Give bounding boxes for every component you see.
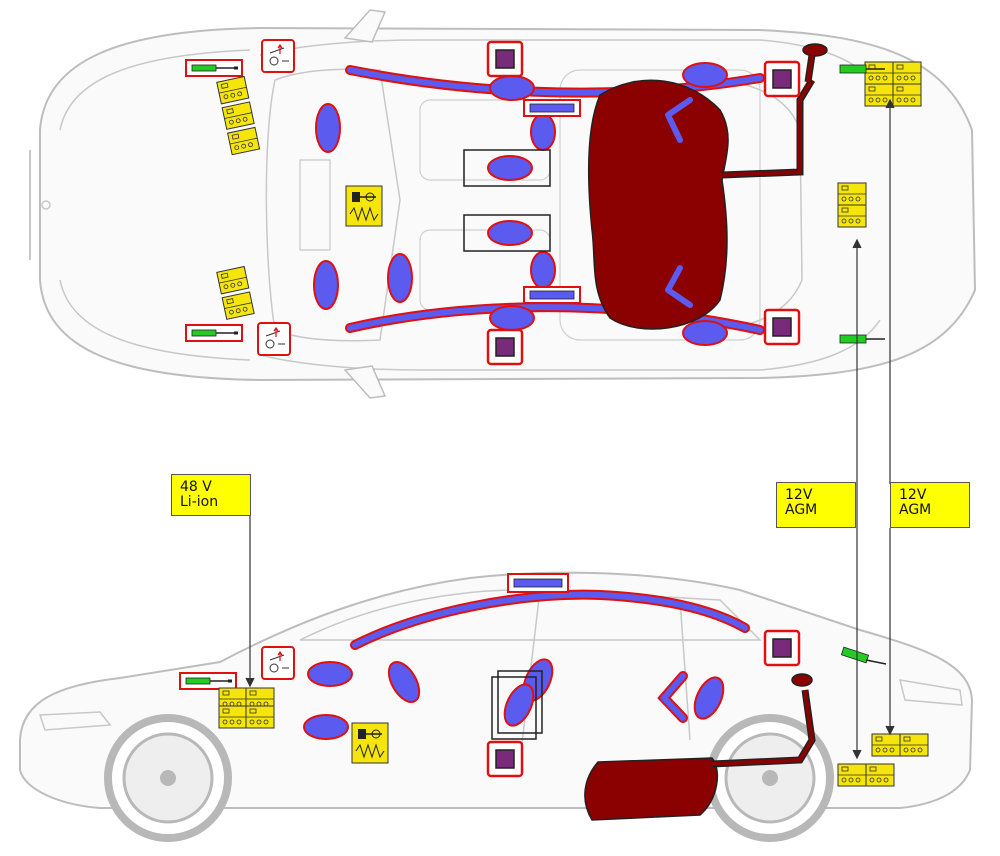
- connector-icon: [839, 64, 885, 344]
- callout-48v-battery: 48 V Li-ion: [171, 474, 251, 516]
- callout-48v-line2: Li-ion: [180, 494, 219, 510]
- fuel-tank-icon: [584, 757, 719, 821]
- fuel-tank-icon: [588, 79, 729, 330]
- top-view: [29, 9, 977, 399]
- sensor-icon: [486, 328, 524, 366]
- sensor-icon: [486, 40, 524, 78]
- wheel-rear: [706, 714, 834, 842]
- pedestrian-protection-icon: [261, 646, 295, 680]
- airbag-icon: [303, 658, 725, 740]
- pedestrian-protection-icon: [261, 39, 295, 73]
- sensor-icon: [763, 60, 801, 98]
- seatbelt-pretensioner-icon: [523, 99, 581, 304]
- valve-icon: [351, 722, 389, 764]
- battery-icon: [218, 687, 275, 729]
- sensor-icon: [486, 740, 524, 778]
- pedestrian-protection-icon: [257, 322, 291, 356]
- airbag-icon: [313, 62, 728, 346]
- car-body-outline-top: [39, 26, 977, 382]
- sensor-icon: [763, 308, 801, 346]
- callout-12v-battery-b: 12V AGM: [890, 482, 970, 528]
- pyro-fuse-icon: [184, 58, 244, 78]
- leader-lines: [245, 98, 895, 760]
- pyro-fuse-icon: [178, 671, 238, 691]
- pyro-fuse-icon: [184, 323, 244, 343]
- wheel-front: [104, 714, 232, 842]
- callout-12v-battery-a: 12V AGM: [776, 482, 856, 528]
- callout-12v-a-line2: AGM: [785, 502, 818, 518]
- callout-12v-a-line1: 12V: [785, 487, 813, 503]
- sensor-icon: [763, 629, 801, 667]
- callout-48v-line1: 48 V: [180, 479, 212, 495]
- side-view: [19, 571, 974, 842]
- valve-icon: [345, 185, 383, 227]
- callout-12v-b-line1: 12V: [899, 487, 927, 503]
- callout-12v-b-line2: AGM: [899, 502, 932, 518]
